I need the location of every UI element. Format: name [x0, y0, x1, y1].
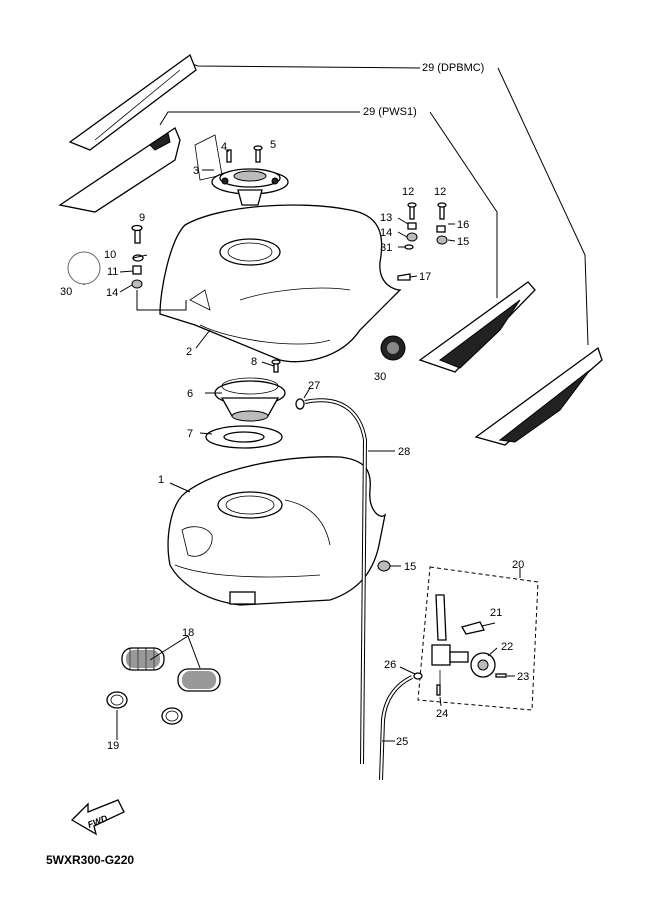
label-8: 8 [251, 356, 257, 368]
label-23: 23 [517, 671, 529, 683]
label-11: 11 [107, 266, 118, 278]
tank-cover [159, 204, 402, 363]
label-2: 2 [186, 346, 192, 358]
label-21: 21 [490, 607, 502, 619]
bolt-9 [131, 224, 143, 244]
gasket-7 [205, 425, 283, 449]
label-14-right: 14 [380, 227, 392, 239]
label-12-right: 12 [434, 186, 446, 198]
collar-11 [132, 265, 142, 275]
label-16: 16 [457, 219, 469, 231]
grommet-15-lower [377, 560, 391, 572]
label-29-pws1: 29 (PWS1) [363, 106, 417, 118]
fuel-cap [194, 134, 289, 206]
spring-18-left [121, 647, 165, 671]
label-15-lower: 15 [404, 561, 416, 573]
bolt-4 [226, 149, 232, 163]
grommet-14-left [131, 279, 143, 289]
leader-lines [83, 150, 521, 742]
clip-19-right [161, 707, 183, 725]
label-7: 7 [187, 428, 193, 440]
decal-right-upper [418, 281, 536, 373]
bolt-12-left [407, 202, 417, 220]
filler-neck-6 [214, 377, 286, 422]
lever-22 [470, 652, 496, 678]
label-26: 26 [384, 659, 396, 671]
label-28: 28 [398, 446, 410, 458]
label-29-dpbmc: 29 (DPBMC) [422, 62, 484, 74]
decal-right-lower [474, 346, 603, 446]
label-13: 13 [380, 212, 392, 224]
clip-19-left [106, 691, 128, 709]
label-22: 22 [501, 641, 513, 653]
label-19: 19 [107, 740, 119, 752]
label-14-left: 14 [106, 287, 118, 299]
label-25: 25 [396, 736, 408, 748]
label-17: 17 [419, 271, 431, 283]
screw-24 [436, 684, 441, 696]
leader-29-pws1 [159, 111, 498, 298]
bolt-12-right [437, 202, 447, 220]
label-1: 1 [158, 474, 164, 486]
clamp-26 [413, 672, 423, 680]
label-4: 4 [221, 141, 227, 153]
diagram-code: 5WXR300-G220 [46, 853, 134, 867]
emblem-30-left [67, 251, 101, 285]
label-31: 31 [380, 242, 392, 254]
fuel-tank [167, 456, 387, 606]
label-5: 5 [270, 139, 276, 151]
label-30-right: 30 [374, 371, 386, 383]
fwd-arrow-icon: FWD [70, 799, 125, 836]
label-24: 24 [436, 708, 448, 720]
label-20: 20 [512, 559, 524, 571]
decal-left-upper [68, 53, 197, 151]
screw-23 [495, 673, 507, 678]
gasket-21 [461, 621, 485, 635]
grommet-14-right [406, 232, 418, 242]
fuel-cock [431, 594, 469, 685]
label-15-upper: 15 [457, 236, 469, 248]
clamp-27 [295, 398, 305, 410]
fuel-cock-box [417, 566, 539, 711]
label-27: 27 [308, 380, 320, 392]
decal-left-lower [58, 127, 181, 213]
collar-16 [436, 225, 446, 233]
emblem-30-right [380, 335, 406, 361]
spring-18-right [177, 668, 221, 692]
label-9: 9 [139, 212, 145, 224]
collar-13 [407, 222, 417, 230]
label-10: 10 [104, 249, 116, 261]
label-18: 18 [182, 627, 194, 639]
screw-8 [271, 359, 281, 373]
label-6: 6 [187, 388, 193, 400]
clip-31 [404, 244, 414, 250]
bolt-5 [253, 145, 263, 163]
clip-17 [397, 273, 411, 281]
label-3: 3 [193, 165, 199, 177]
hose-25 [379, 675, 413, 781]
grommet-15-upper [436, 235, 448, 245]
label-30-left: 30 [60, 286, 72, 298]
label-12-left: 12 [402, 186, 414, 198]
